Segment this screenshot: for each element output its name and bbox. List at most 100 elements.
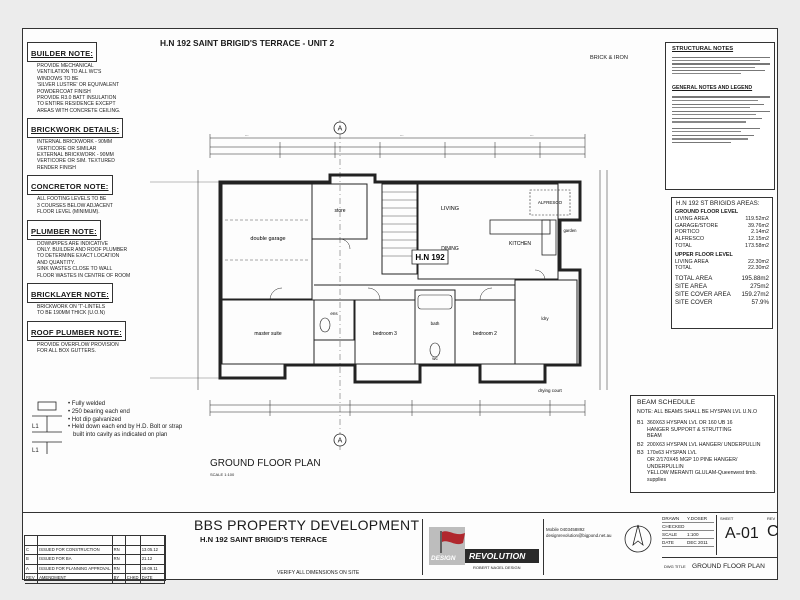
weld-notes: • Fully welded• 250 bearing each end• Ho… [68,401,182,440]
title-field-value: DEC 2011 [687,540,708,545]
room-label: bedroom 2 [473,331,497,337]
revision-letter: C [767,523,779,540]
store-room [311,183,368,240]
note-heading-box: BUILDER NOTE: [27,42,98,62]
note-line: RENDER FINISH [37,164,76,171]
revision-cell: RN [113,555,126,564]
note-heading-box: BRICKWORK DETAILS: [27,118,124,139]
ground-floor-plan-drawing: A A double garage store LIVING DINING KI… [150,120,608,450]
section-marker-bottom: A [333,433,347,447]
weld-note: • Hot dip galvanized [68,416,122,423]
note-line: EXTERNAL BRICKWORK - 90mm [37,152,114,159]
bullet-icon: • [68,424,72,431]
beam-line: HANGER SUPPORT & STRUTTING [647,426,732,433]
svg-text:‐‐‐: ‐‐‐ [400,133,404,137]
area-label: SITE COVER [675,299,713,307]
title-field: DATE DEC 2011 [662,539,714,547]
note-line: TO BE 190mm THICK (U.O.N) [37,310,105,317]
area-label: SITE COVER AREA [675,291,731,299]
title-field-label: CHECKED [662,524,685,529]
room-label: bath [431,321,440,326]
dwg-title-label: DWG TITLE [664,564,686,569]
beam-line: 360X63 HYSPAN LVL OR 160 UB 16 [647,420,733,426]
revision-cell: AMENDMENT [38,574,113,583]
title-field-label: DRAWN [662,516,680,521]
title-field-label: DATE [662,540,674,545]
ensuite-room [313,299,355,341]
revision-cell: ISSUED FOR BA [38,555,113,564]
room-label: ldry [541,316,549,321]
external-walls [218,173,582,384]
areas-panel: H.N 192 ST BRIGIDS AREAS: GROUND FLOOR L… [671,197,773,329]
note-heading-box: ROOF PLUMBER NOTE: [27,320,126,341]
sheet-number: A-01 [725,525,759,542]
alfresco-area [529,189,571,216]
area-value: 39.76m2 [748,222,769,229]
bullet-icon: • [68,401,72,407]
note-heading-box: BRICKLAYER NOTE: [27,282,114,303]
area-label: LIVING AREA [675,215,709,222]
svg-text:A: A [338,438,343,445]
logo-revolution-text: REVOLUTION [469,551,526,561]
area-value: 22.30m2 [748,258,769,265]
room-label: ens [330,311,338,316]
structural-notes-heading: STRUCTURAL NOTES [672,46,734,52]
revision-cell: RN [113,545,126,554]
note-heading-box: CONCRETOR NOTE: [27,175,113,196]
svg-text:‐‐‐: ‐‐‐ [530,133,534,137]
weld-note: built into cavity as indicated on plan [73,432,168,439]
room-label: garden [563,228,577,233]
title-field-label: SCALE [662,532,678,537]
beam-code: B2 [637,441,644,448]
revision-cell: REV [25,574,39,583]
room-label: bedroom 3 [373,331,397,337]
beam-code: B1 [637,420,644,426]
areas-heading: H.N 192 ST BRIGIDS AREAS: [676,200,760,207]
revision-cell [126,564,141,573]
logo-sub-text: ROBERT NAGEL DESIGN [473,565,521,570]
note-heading: BRICKLAYER NOTE: [31,289,110,299]
note-line: VERTICORE OR SIM. TEXTURED [37,158,115,165]
revision-cell: A [25,564,39,573]
area-row: LIVING AREA 119.52m2 [672,216,772,223]
beam-schedule-note: NOTE: ALL BEAMS SHALL BE HYSPAN LVL U.N.… [637,409,758,415]
revision-cell [25,536,39,545]
area-value: 119.52m2 [745,215,769,222]
area-label: TOTAL [675,242,692,249]
bullet-icon: • [68,408,72,415]
revision-cell: CHKD [126,574,141,583]
rev-label: REV [767,516,776,521]
revision-cell [141,536,165,545]
revision-cell: ISSUED FOR PLANNING APPROVAL [38,564,113,573]
revision-cell [38,536,113,545]
room-label: ALFRESCO [538,200,563,205]
area-value: 195.88m2 [741,275,769,283]
area-value: 159.27m2 [741,291,769,299]
revision-cell: RN [113,564,126,573]
weld-note: • 250 bearing each end [68,408,130,415]
revision-cell [113,536,126,545]
company-name: BBS PROPERTY DEVELOPMENT [194,517,420,533]
verify-note: VERIFY ALL DIMENSIONS ON SITE [277,570,360,576]
title-field-value: 1:100 [687,532,699,537]
note-line: 3 COURSES BELOW ADJACENT [37,202,113,209]
sheet-number-box: SHEET REV A-01 C [716,515,779,555]
note-section: BRICKLAYER NOTE:BRICKWORK ON 'T'-LINTELS… [27,282,150,317]
note-heading: BRICKWORK DETAILS: [31,125,120,135]
